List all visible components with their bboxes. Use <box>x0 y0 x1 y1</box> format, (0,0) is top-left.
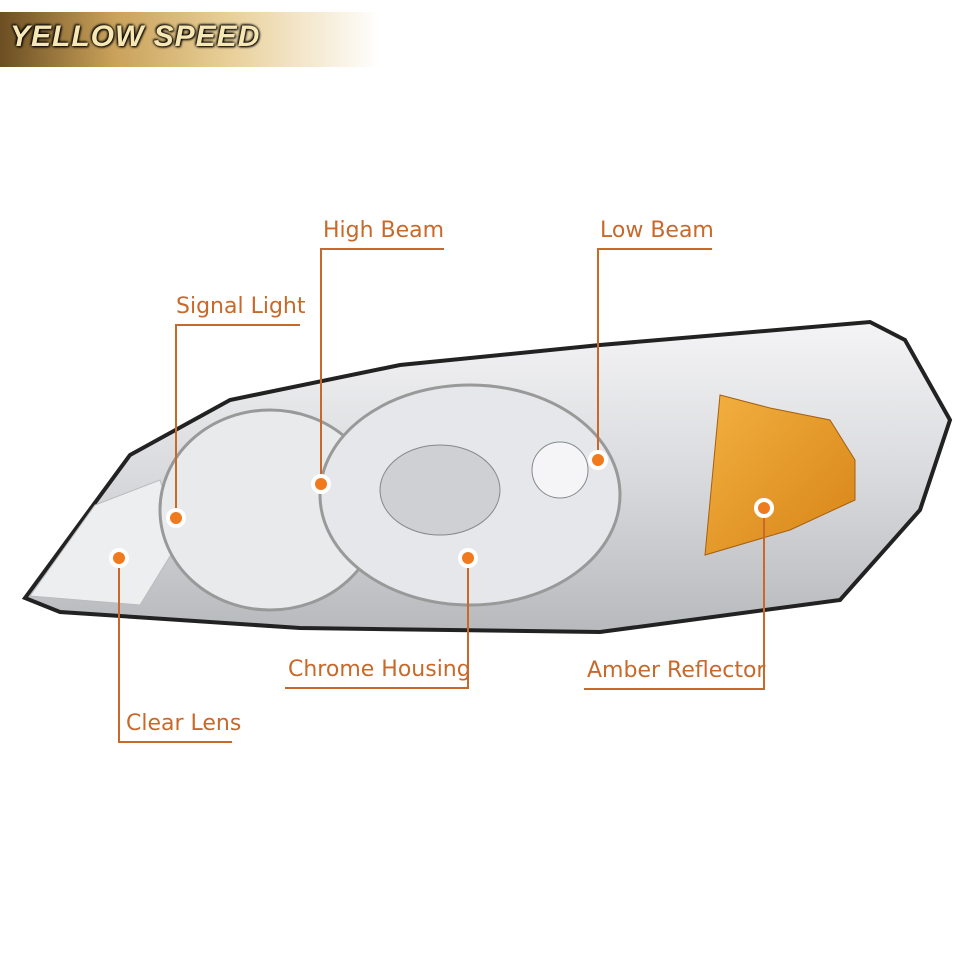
logo-text: YELLOW SPEED <box>10 20 261 53</box>
amber-reflector <box>704 394 856 556</box>
high-beam-dot <box>311 474 331 494</box>
low-beam-label: Low Beam <box>600 218 714 243</box>
chrome-housing-dot <box>458 548 478 568</box>
clear-lens-dot <box>109 548 129 568</box>
brand-logo: YELLOW SPEED <box>0 12 380 67</box>
low-beam-dot <box>588 450 608 470</box>
amber-reflector-label: Amber Reflector <box>587 658 766 683</box>
clear-lens-label: Clear Lens <box>126 711 242 736</box>
signal-light-dot <box>166 508 186 528</box>
signal-light-label: Signal Light <box>176 294 306 319</box>
amber-reflector-dot <box>754 498 774 518</box>
chrome-housing-label: Chrome Housing <box>288 657 471 682</box>
high-beam-label: High Beam <box>323 218 445 243</box>
